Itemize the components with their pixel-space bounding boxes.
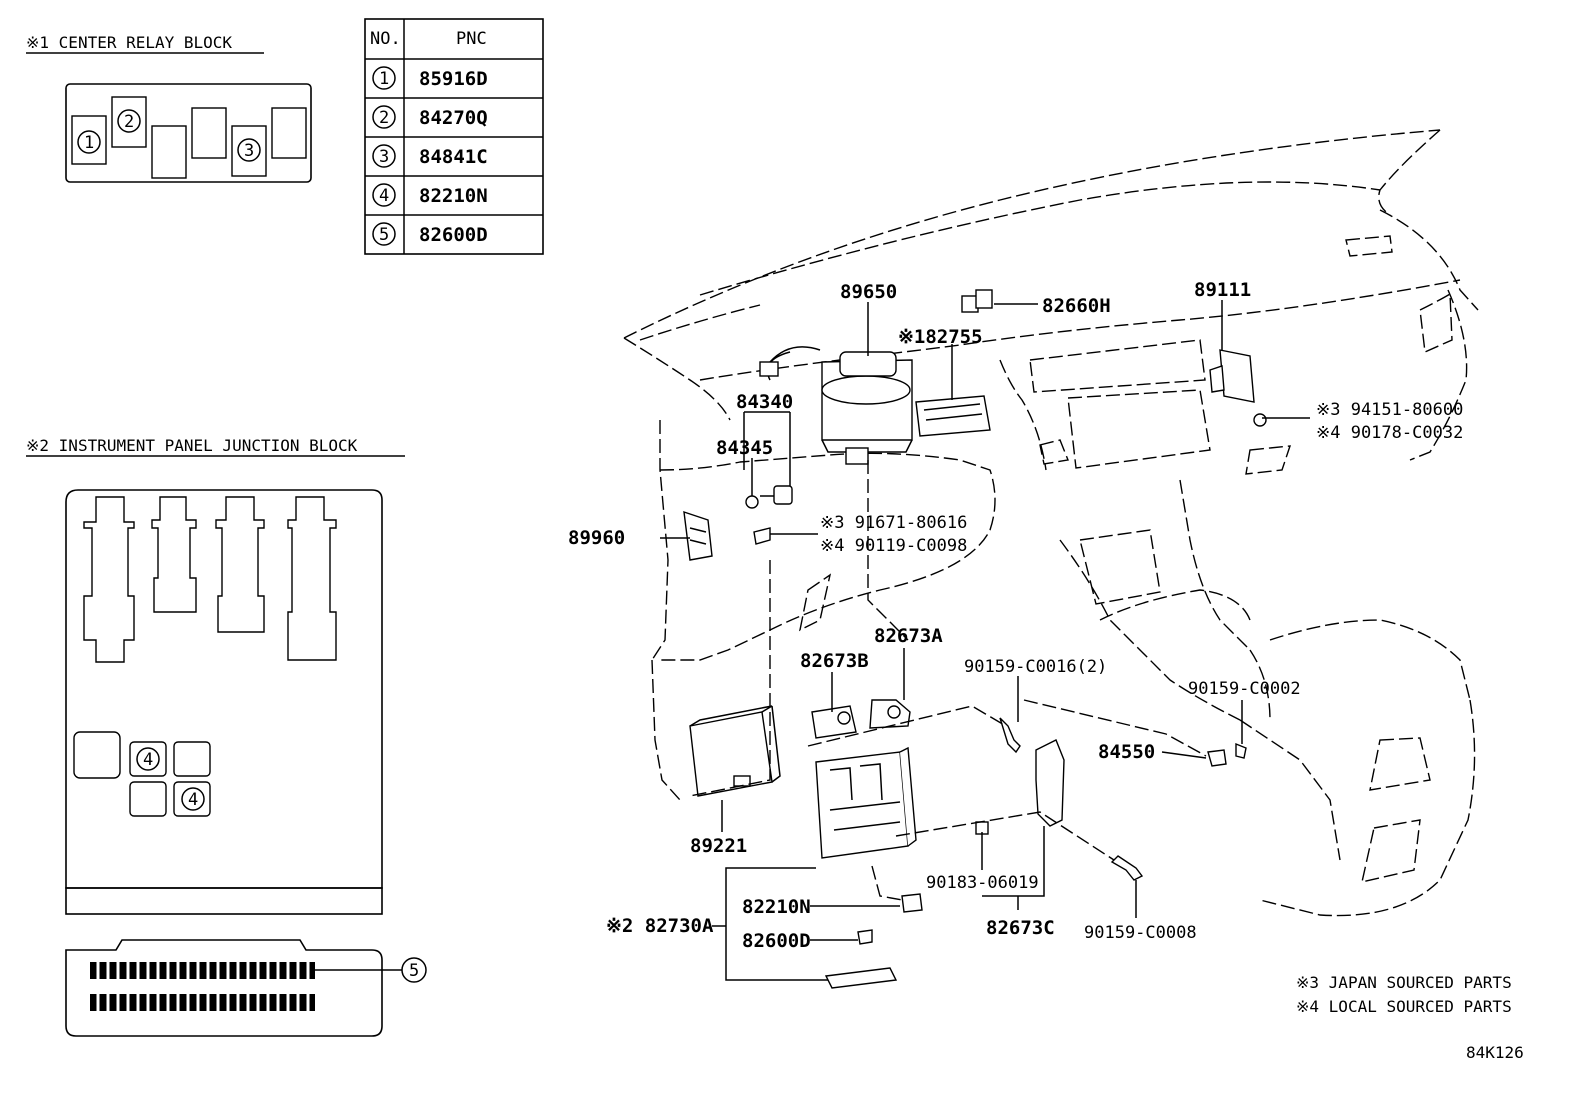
label-90119-C0098: ※4 90119-C0098 (820, 536, 967, 556)
label-82600D: 82600D (742, 930, 811, 952)
label-90159-C0008: 90159-C0008 (1084, 923, 1197, 943)
diagram-id: 84K126 (1466, 1043, 1524, 1062)
part-labels: 89650 82660H ※182755 89111 84340 84345 ※… (568, 279, 1463, 952)
note-local-sourced: ※4 LOCAL SOURCED PARTS (1296, 997, 1512, 1016)
table-row-no: 3 (379, 147, 389, 167)
table-row-no: 5 (379, 225, 389, 245)
junction-slot-4b: 4 (188, 790, 198, 810)
label-90183-06019: 90183-06019 (926, 873, 1039, 893)
label-82730A: ※2 82730A (606, 915, 714, 937)
parts-drawings (683, 289, 1267, 989)
table-row-pnc: 84841C (419, 146, 488, 168)
part-82660H-drawing (961, 289, 993, 313)
center-relay-block: ※1 CENTER RELAY BLOCK 1 2 3 (26, 33, 312, 183)
part-89111-drawing (1209, 349, 1255, 403)
table-row-no: 1 (379, 69, 389, 89)
label-82673A: 82673A (874, 625, 943, 647)
table-row-pnc: 82600D (419, 224, 488, 246)
label-82210N: 82210N (742, 896, 811, 918)
table-row-no: 2 (379, 108, 389, 128)
junction-slot-4a: 4 (143, 750, 153, 770)
table-header-no: NO. (370, 29, 401, 49)
label-82755: ※182755 (898, 326, 983, 348)
relay-slot-2: 2 (124, 112, 134, 132)
relay-slot-1: 1 (84, 133, 94, 153)
label-90159-C0016: 90159-C0016(2) (964, 657, 1107, 677)
relay-slot-3: 3 (244, 141, 254, 161)
label-84340: 84340 (736, 391, 793, 413)
junction-block: ※2 INSTRUMENT PANEL JUNCTION BLOCK 4 4 5 (26, 436, 427, 1037)
label-89111: 89111 (1194, 279, 1251, 301)
label-84345: 84345 (716, 437, 773, 459)
label-84550: 84550 (1098, 741, 1155, 763)
junction-block-heading: ※2 INSTRUMENT PANEL JUNCTION BLOCK (26, 436, 358, 455)
label-90178-C0032: ※4 90178-C0032 (1316, 423, 1463, 443)
label-89650: 89650 (840, 281, 897, 303)
label-90159-C0002: 90159-C0002 (1188, 679, 1301, 699)
note-japan-sourced: ※3 JAPAN SOURCED PARTS (1296, 973, 1512, 992)
table-row-no: 4 (379, 186, 389, 206)
label-89960: 89960 (568, 527, 625, 549)
label-82673B: 82673B (800, 650, 869, 672)
pnc-table: NO. PNC 1 85916D 2 84270Q 3 84841C 4 822… (364, 18, 544, 255)
part-89221-drawing (689, 705, 781, 797)
table-row-pnc: 85916D (419, 68, 488, 90)
junction-slot-5: 5 (409, 961, 419, 981)
part-89650-drawing (759, 346, 913, 465)
part-82730A-drawing (815, 746, 917, 859)
leader-lines (660, 300, 1310, 981)
part-84340-drawing (745, 485, 793, 509)
label-82673C: 82673C (986, 917, 1055, 939)
relay-block-heading: ※1 CENTER RELAY BLOCK (26, 33, 232, 52)
label-82660H: 82660H (1042, 295, 1111, 317)
table-row-pnc: 84270Q (419, 107, 488, 129)
label-94151-80600: ※3 94151-80600 (1316, 400, 1463, 420)
table-row-pnc: 82210N (419, 185, 488, 207)
source-notes: ※3 JAPAN SOURCED PARTS ※4 LOCAL SOURCED … (1296, 973, 1512, 1016)
dashboard-outline (623, 129, 1479, 917)
table-header-pnc: PNC (456, 29, 487, 49)
label-89221: 89221 (690, 835, 747, 857)
connector-pins (90, 962, 315, 1011)
part-89960-drawing (683, 510, 713, 561)
label-91671-80616: ※3 91671-80616 (820, 513, 967, 533)
part-82755-drawing (915, 395, 991, 437)
